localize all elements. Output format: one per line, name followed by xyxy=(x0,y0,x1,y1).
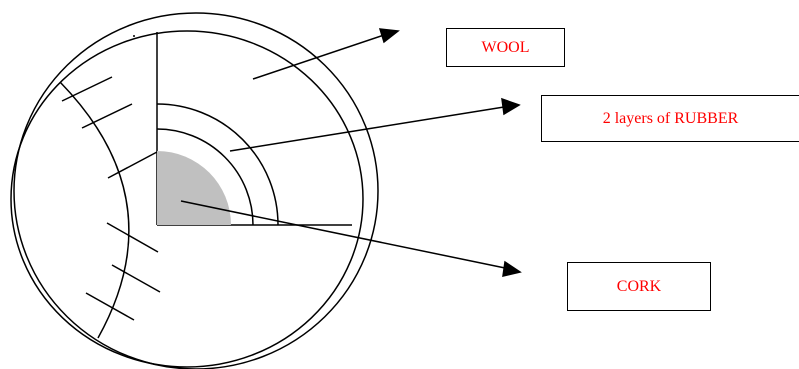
wool-label: WOOL xyxy=(481,38,530,56)
ball-outer-outline xyxy=(13,12,379,369)
stitch-marks xyxy=(61,76,161,321)
stitch-mark xyxy=(85,292,135,321)
stitch-mark xyxy=(111,264,161,293)
stitch-mark xyxy=(81,103,133,129)
rubber-layer-outer xyxy=(156,103,279,226)
pointer-arrows xyxy=(180,28,522,277)
wool-arrowhead xyxy=(378,28,400,44)
cork-label-box: CORK xyxy=(567,262,711,311)
stitch-mark xyxy=(106,222,159,253)
cork-arrowhead xyxy=(502,260,522,277)
cork-arrow-line xyxy=(180,200,506,269)
rubber-label: 2 layers of RUBBER xyxy=(602,109,739,127)
rubber-label-box: 2 layers of RUBBER xyxy=(541,95,799,142)
wool-label-box: WOOL xyxy=(446,28,565,67)
cork-core xyxy=(157,151,231,225)
rubber-arrowhead xyxy=(501,97,521,116)
stitch-mark xyxy=(107,151,158,179)
ball-inner-outline xyxy=(10,30,364,368)
rubber-arrow-line xyxy=(229,106,505,152)
cork-label: CORK xyxy=(616,277,662,295)
wool-arrow-line xyxy=(252,34,385,80)
rubber-layer-inner xyxy=(156,128,254,226)
dot-mark xyxy=(133,35,135,37)
stitch-mark xyxy=(61,76,113,102)
ball-seam xyxy=(59,81,130,339)
